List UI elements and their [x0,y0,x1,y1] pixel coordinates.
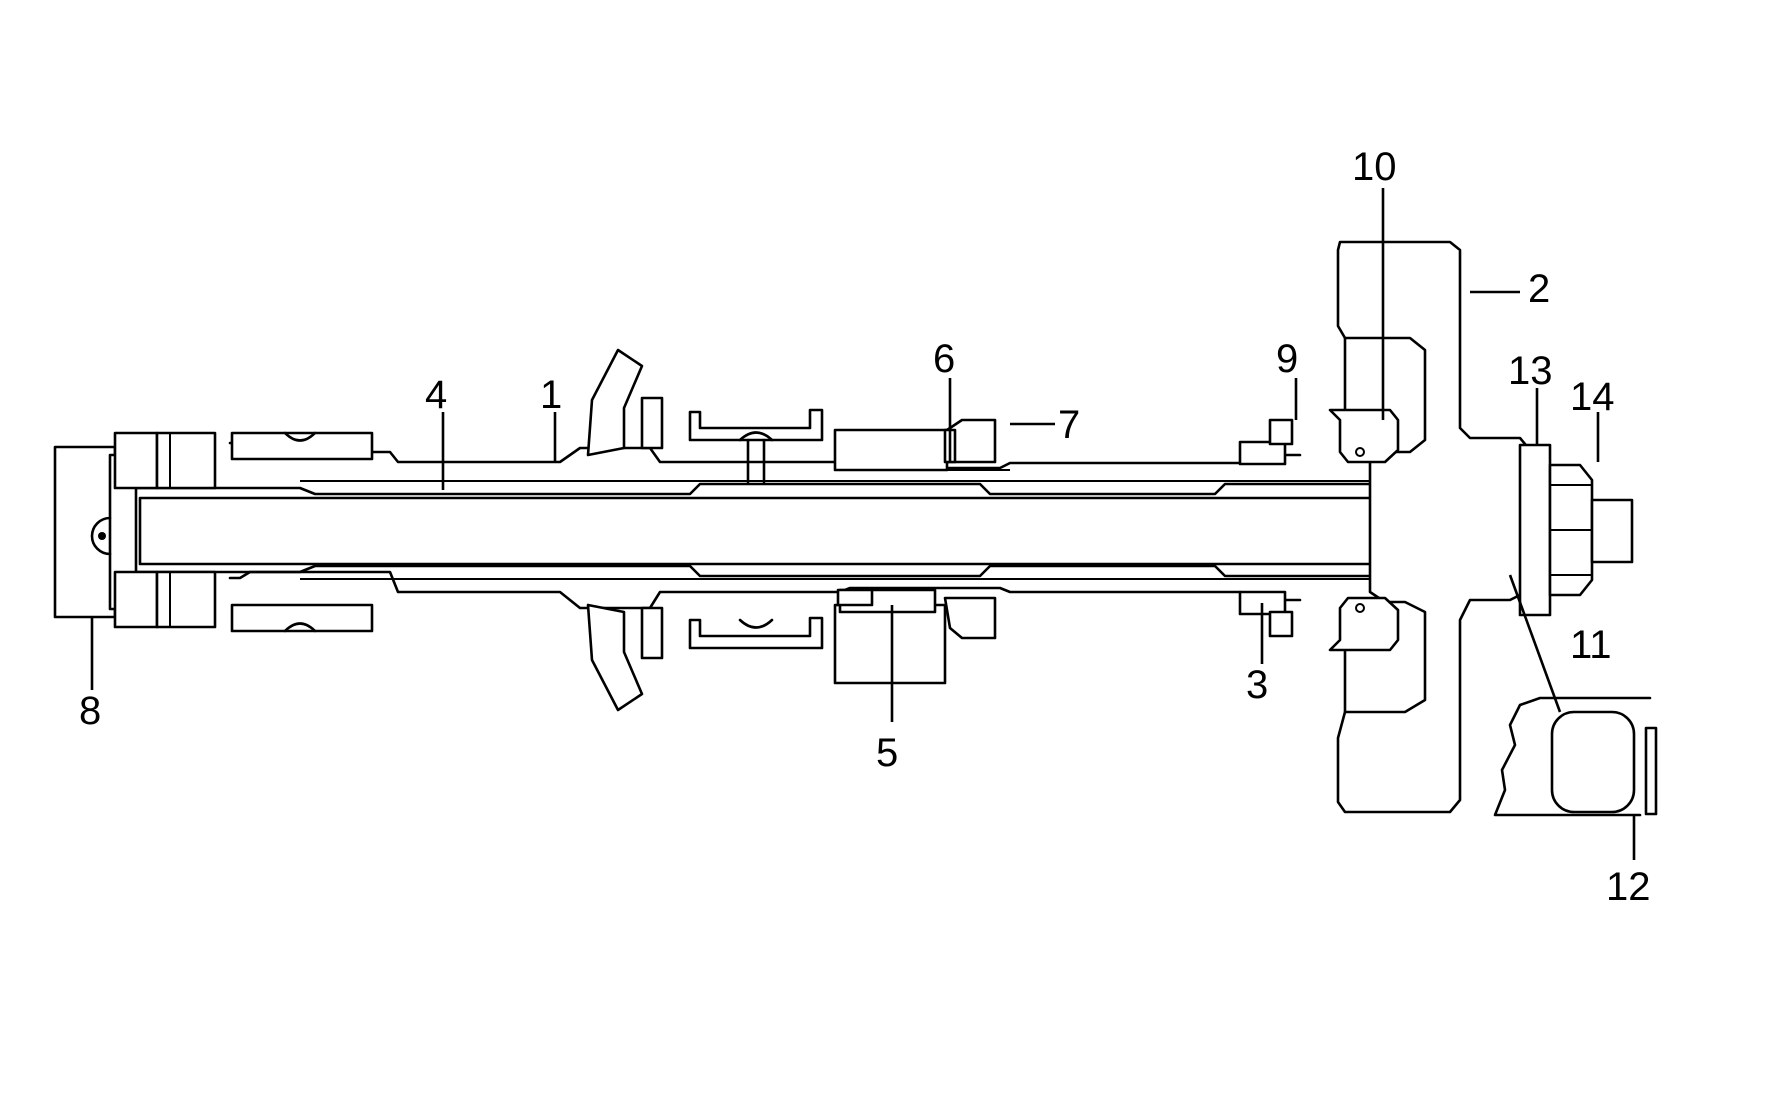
gear-hub-top [640,396,664,450]
left-bearing-block-2 [155,431,217,490]
roller-11 [1550,710,1636,814]
housing-wall [1493,696,1652,817]
end-cap-knob [90,516,112,556]
callout-13: 13 [1508,349,1553,393]
needle-roller-bottom [283,622,317,633]
helical-gear-top [586,348,644,457]
gear-hub-bottom [640,606,664,660]
inner-bore-bottom [130,564,1397,578]
callout-14: 14 [1570,375,1615,419]
washer-pin-top [1268,418,1294,446]
washer-top [1238,440,1287,466]
end-cap-outer [53,445,117,619]
callout-1: 1 [540,373,562,417]
callout-6: 6 [933,337,955,381]
seal-bottom [1328,596,1400,652]
end-cap-dot [98,532,106,540]
synchro-ball-bottom [738,618,774,629]
left-bearing-block-3 [113,570,159,629]
inner-bore-top [130,482,1397,496]
callout-5: 5 [876,731,898,775]
callout-8: 8 [79,689,101,733]
callout-2: 2 [1528,267,1550,311]
needle-bearing-bottom [230,603,374,633]
callout-4: 4 [425,373,447,417]
synchro-ball-top [738,431,774,442]
main-shaft-outline-bottom [228,570,1302,610]
callout-9: 9 [1276,337,1298,381]
sleeve-top [833,428,949,472]
left-bearing-block-1 [113,431,159,490]
left-bearing-block-4 [155,570,217,629]
bearing-outer-bottom [833,603,947,685]
callout-10: 10 [1352,145,1397,189]
seal-dot-top [1355,447,1365,457]
retainer-12 [1644,726,1658,816]
spacer-13 [1518,443,1552,617]
synchro-ring-bottom [688,616,824,650]
inner-bar [138,496,1512,566]
callout-7: 7 [1058,403,1080,447]
helical-gear-bottom [586,603,644,712]
synchro-ring-top [688,408,824,442]
seal-top [1328,408,1400,464]
needle-bearing-top [230,431,374,461]
bolt-end [1590,498,1634,564]
needle-roller-top [283,431,317,442]
bearing-step-bottom [943,596,997,640]
bearing-top-small [836,588,874,607]
callout-3: 3 [1246,663,1268,707]
callout-12: 12 [1606,865,1651,909]
callout-11: 11 [1570,623,1612,667]
washer-pin-bottom [1268,610,1294,638]
seal-dot-bottom [1355,603,1365,613]
leader-11 [1508,574,1562,713]
